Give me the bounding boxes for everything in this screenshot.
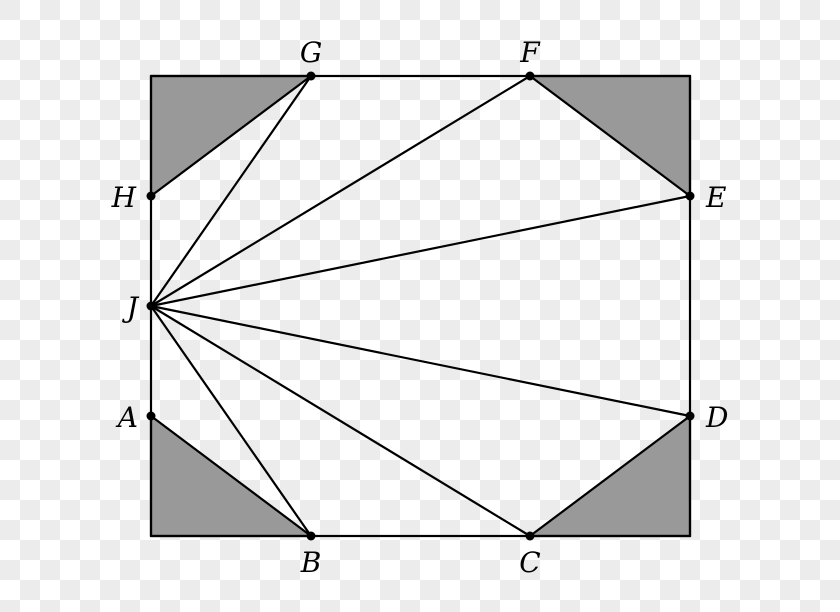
point-labels: G F E D C B A J H: [111, 36, 729, 579]
shaded-triangles: [149, 74, 692, 538]
segment-jb: [149, 304, 313, 538]
point-a: [146, 411, 156, 421]
point-e: [685, 191, 695, 201]
point-h: [146, 191, 156, 201]
shaded-triangle-bottom-right: [528, 414, 692, 538]
label-g: G: [300, 36, 322, 69]
segment-jf: [149, 74, 532, 308]
label-e: E: [705, 181, 726, 214]
point-j: [146, 301, 156, 311]
point-c: [525, 531, 535, 541]
label-a: A: [115, 401, 138, 434]
label-h: H: [111, 181, 137, 214]
point-d: [685, 411, 695, 421]
segment-jd: [149, 304, 692, 418]
point-b: [306, 531, 316, 541]
label-d: D: [705, 401, 728, 434]
shaded-triangle-top-right: [528, 74, 692, 198]
point-g: [306, 71, 316, 81]
label-j: J: [122, 291, 140, 324]
label-b: B: [300, 546, 322, 579]
shaded-triangle-bottom-left: [149, 414, 313, 538]
segments-from-j: [149, 74, 692, 538]
outer-rectangle: [149, 74, 692, 538]
point-f: [525, 71, 535, 81]
segment-jg: [149, 74, 313, 308]
segment-je: [149, 194, 692, 308]
segment-jc: [149, 304, 532, 538]
shaded-triangle-top-left: [149, 74, 313, 198]
label-f: F: [519, 36, 541, 69]
points: [146, 71, 695, 541]
label-c: C: [519, 546, 540, 579]
